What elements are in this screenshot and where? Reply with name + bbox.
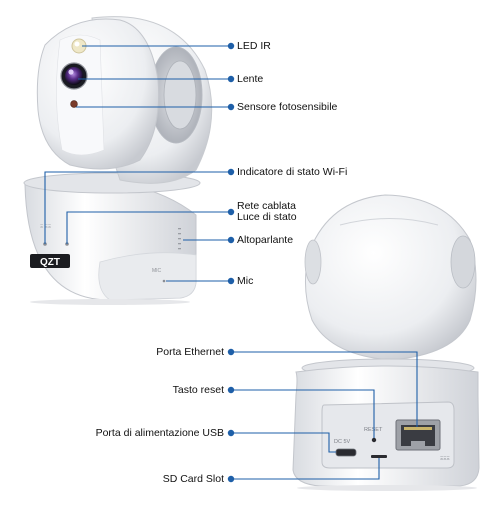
label-sensore: Sensore fotosensibile — [237, 101, 338, 113]
sd-card-slot — [371, 455, 387, 458]
label-lente: Lente — [237, 73, 264, 85]
qzt-logo: QZT — [30, 254, 70, 268]
front-camera: Ξ ΞΞ QZT MIC — [23, 16, 213, 305]
svg-text:ΞΞΞ: ΞΞΞ — [440, 456, 450, 462]
label-porta-ethernet: Porta Ethernet — [156, 346, 224, 358]
mic-hole — [162, 279, 166, 283]
callout-lines — [44, 45, 418, 480]
label-mic: Mic — [237, 275, 254, 287]
label-luce-di-stato: Luce di stato — [237, 211, 297, 223]
callout-line-wifi — [44, 171, 231, 244]
callout-line-sd — [231, 458, 380, 480]
label-rete-cablata: Rete cablata — [237, 200, 296, 212]
status-marks: Ξ ΞΞ — [40, 224, 52, 230]
light-sensor-icon — [70, 100, 78, 108]
dc-marking: DC 5V — [334, 439, 351, 445]
svg-text:QZT: QZT — [40, 257, 60, 268]
usb-port — [335, 448, 357, 457]
callout-dots — [227, 42, 235, 483]
ethernet-port — [395, 419, 441, 451]
mic-marking: MIC — [152, 268, 162, 274]
back-camera-head — [304, 194, 477, 361]
label-sd-card-slot: SD Card Slot — [162, 473, 224, 485]
label-led-ir: LED IR — [237, 40, 271, 52]
back-camera: DC 5V RESET ΞΞΞ — [292, 194, 480, 491]
label-altoparlante: Altoparlante — [237, 234, 294, 246]
label-porta-usb: Porta di alimentazione USB — [95, 427, 224, 439]
callout-line-ethernet — [231, 351, 418, 427]
speaker-grille — [178, 228, 181, 250]
reset-button — [371, 437, 377, 443]
callout-line-usb — [231, 432, 336, 453]
callout-line-wired — [66, 211, 231, 244]
callout-line-reset — [231, 389, 375, 438]
label-indicatore-wifi: Indicatore di stato Wi-Fi — [237, 166, 348, 178]
label-tasto-reset: Tasto reset — [172, 384, 224, 396]
